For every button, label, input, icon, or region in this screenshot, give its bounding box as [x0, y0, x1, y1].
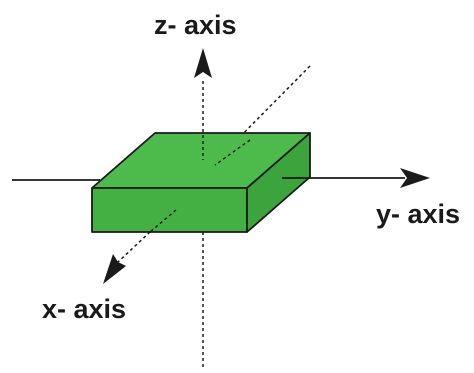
x-axis-arrowhead — [103, 254, 126, 284]
x-axis-lower-segment — [117, 231, 151, 263]
y-axis-arrowhead — [400, 168, 430, 188]
z-axis-arrowhead — [194, 48, 212, 78]
x-axis-label: x- axis — [42, 294, 126, 324]
x-axis-hidden-segment — [214, 65, 311, 163]
x-axis-on-top-face — [214, 139, 251, 166]
y-axis-label: y- axis — [376, 199, 460, 229]
z-axis-label: z- axis — [154, 10, 237, 40]
box-side-face — [246, 132, 311, 233]
green-box — [91, 132, 311, 233]
box-front-face — [91, 187, 248, 233]
